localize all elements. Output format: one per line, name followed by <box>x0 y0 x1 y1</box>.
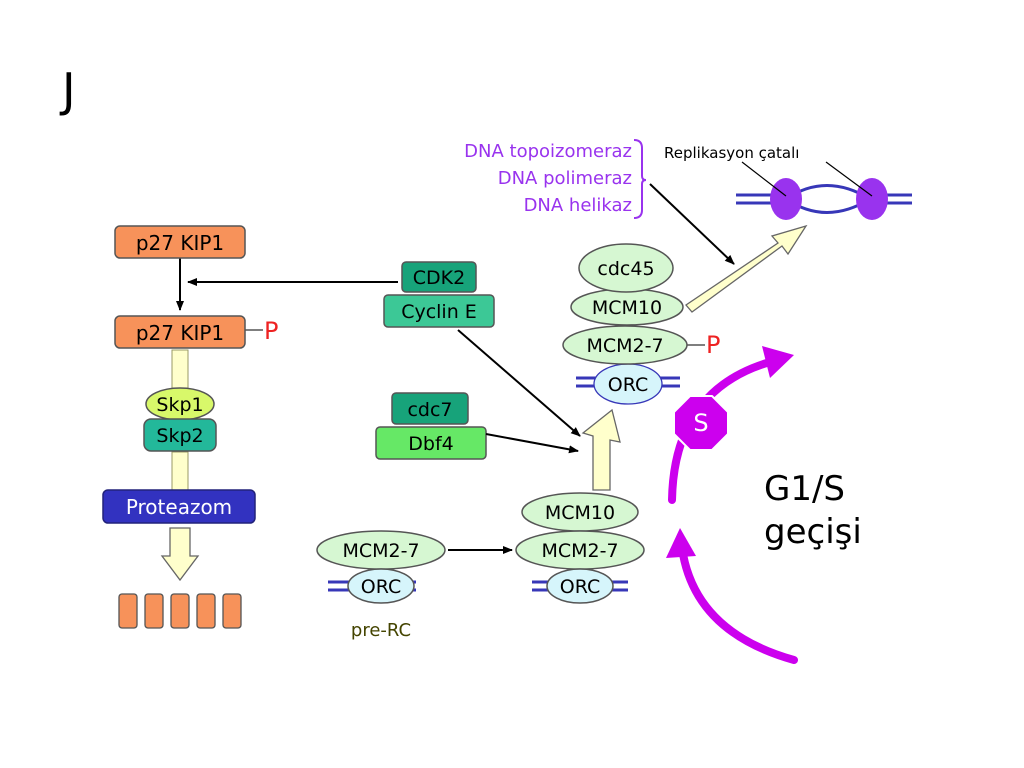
peptide-fragment <box>222 593 242 629</box>
enzyme-bracket <box>633 139 647 219</box>
s-phase-label: S <box>693 409 708 437</box>
cdk2-label: CDK2 <box>413 267 465 289</box>
skp2-label: Skp2 <box>156 425 203 447</box>
block-arrow-down <box>160 527 200 582</box>
active-cdc45-label: cdc45 <box>597 258 654 280</box>
enzyme-polymerase: DNA polimeraz <box>498 168 632 189</box>
cdc7-label: cdc7 <box>407 399 452 421</box>
dbf4-label: Dbf4 <box>408 433 453 455</box>
phospho-mcm-label: P <box>706 331 720 359</box>
middle-orc-label: ORC <box>560 576 600 598</box>
fork-pointer-left <box>741 161 787 197</box>
peptide-fragment <box>144 593 164 629</box>
kinases: CDK2 Cyclin E cdc7 Dbf4 <box>187 261 581 460</box>
peptide-fragments <box>118 593 242 629</box>
transition-line1: G1/S <box>764 469 845 509</box>
peptide-fragment <box>196 593 216 629</box>
block-arrow-diagonal <box>685 224 808 313</box>
arrow-dbf4-to-origin <box>485 433 579 454</box>
middle-mcm10-label: MCM10 <box>545 502 615 524</box>
fork-pointer-right <box>825 161 873 197</box>
active-mcm10-label: MCM10 <box>592 297 662 319</box>
cell-cycle-arc: S G1/S geçişi <box>666 346 862 664</box>
connector-bar <box>171 451 189 491</box>
mcm10-loaded-complex: MCM10 MCM2-7 ORC <box>515 408 645 604</box>
middle-orc-oval <box>546 568 614 604</box>
replication-enzymes: DNA topoizomeraz DNA polimeraz DNA helik… <box>464 139 735 265</box>
pre-rc-orc-label: ORC <box>361 576 401 598</box>
pre-rc-complex: MCM2-7 ORC pre-RC <box>316 530 513 641</box>
cyclin-e-box <box>383 294 495 328</box>
active-mcm27-label: MCM2-7 <box>586 335 663 357</box>
dbf4-box <box>375 426 487 460</box>
cdc7-box <box>391 392 469 425</box>
active-cdc45-oval <box>578 243 674 293</box>
enzyme-helicase: DNA helikaz <box>524 195 632 216</box>
cycle-arc-lower <box>678 544 798 664</box>
p27-kip1-phospho-label: p27 KIP1 <box>136 321 224 345</box>
fork-label: Replikasyon çatalı <box>664 144 799 162</box>
transition-line2: geçişi <box>764 512 862 552</box>
block-arrow-up <box>581 408 621 491</box>
phospho-p27-label: P <box>264 317 278 345</box>
proteasome-box <box>102 489 256 524</box>
p27-kip1-label: p27 KIP1 <box>136 231 224 255</box>
peptide-fragment <box>118 593 138 629</box>
active-orc-label: ORC <box>608 374 648 396</box>
p27-kip1-box <box>114 225 246 259</box>
middle-mcm27-label: MCM2-7 <box>541 540 618 562</box>
arrow-cyclin-e-to-origin <box>457 329 581 437</box>
p27-degradation-pathway: p27 KIP1 p27 KIP1 P Skp1 Skp2 Proteazom <box>102 225 278 629</box>
slide-letter: J <box>59 63 76 117</box>
pre-rc-label: pre-RC <box>351 620 411 641</box>
fork-protein-left <box>770 178 802 220</box>
cyclin-e-label: Cyclin E <box>401 301 477 323</box>
arrow-enzymes-to-fork <box>649 183 735 265</box>
s-phase-octagon <box>673 395 729 451</box>
pre-rc-mcm27-label: MCM2-7 <box>342 540 419 562</box>
peptide-fragment <box>170 593 190 629</box>
cycle-arrowhead-upper <box>762 346 794 378</box>
pre-rc-orc-oval <box>347 568 415 604</box>
skp1-label: Skp1 <box>156 394 203 416</box>
p27-kip1-phospho-box <box>114 315 246 349</box>
proteasome-label: Proteazom <box>126 495 232 519</box>
activated-origin-complex: ORC MCM2-7 P MCM10 cdc45 <box>562 224 808 405</box>
fork-protein-right <box>856 178 888 220</box>
cdk2-box <box>401 261 477 293</box>
enzyme-topoisomerase: DNA topoizomeraz <box>464 141 632 162</box>
connector-bar <box>171 349 189 391</box>
skp2-box <box>143 418 217 452</box>
cycle-arrowhead-lower <box>666 528 696 558</box>
replication-fork: Replikasyon çatalı <box>664 144 912 220</box>
